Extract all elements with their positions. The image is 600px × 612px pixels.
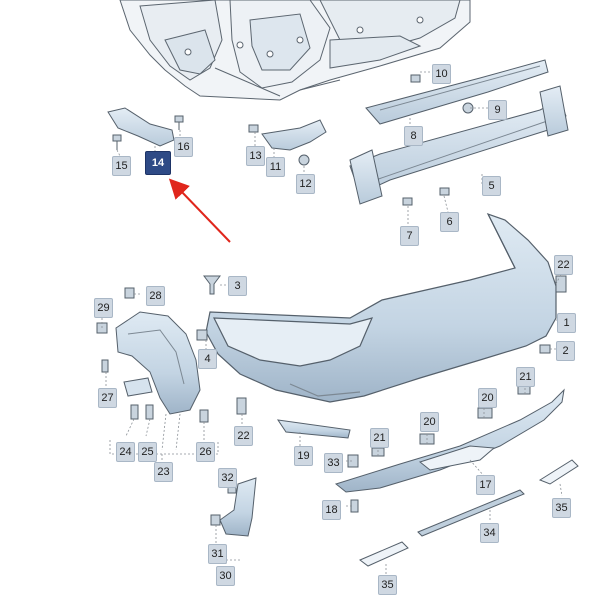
- part-35-trim-left: [359, 541, 409, 567]
- part-7-screw: [402, 197, 413, 206]
- callout-9: 9: [488, 100, 507, 120]
- part-30-mudflap: [219, 477, 257, 537]
- callout-2: 2: [556, 341, 575, 361]
- callout-22-left: 22: [234, 426, 253, 446]
- part-24-screw: [130, 404, 139, 420]
- callout-20-left: 20: [420, 412, 439, 432]
- part-34-trim: [417, 489, 525, 537]
- callout-19: 19: [294, 446, 313, 466]
- part-13-screw: [248, 124, 259, 133]
- callout-21-right: 21: [516, 367, 535, 387]
- part-19-moulding: [276, 419, 351, 439]
- callout-29: 29: [94, 298, 113, 318]
- callout-35-left: 35: [378, 575, 397, 595]
- part-18-screw: [350, 499, 359, 513]
- part-3-rivet: [203, 275, 221, 295]
- callout-13: 13: [246, 146, 265, 166]
- part-23-liner: [115, 311, 201, 415]
- part-16-screw: [174, 115, 184, 130]
- callout-6: 6: [440, 212, 459, 232]
- callout-12: 12: [296, 174, 315, 194]
- part-35-trim-right: [538, 459, 579, 485]
- callout-3: 3: [228, 276, 247, 296]
- part-33-clip: [347, 454, 359, 468]
- part-4-clip: [196, 329, 208, 341]
- part-20-clip-right: [477, 407, 493, 419]
- part-12-nut: [298, 154, 310, 166]
- callout-31: 31: [208, 544, 227, 564]
- part-10-screw: [410, 74, 421, 83]
- part-8-absorber: [365, 59, 549, 125]
- part-21-clip-right: [517, 385, 531, 395]
- body-frame: [119, 0, 471, 101]
- callout-32: 32: [218, 468, 237, 488]
- callout-34: 34: [480, 523, 499, 543]
- liner-trim: [123, 377, 153, 397]
- callout-27: 27: [98, 388, 117, 408]
- callout-33: 33: [324, 453, 343, 473]
- part-22-clip-left: [236, 397, 247, 415]
- part-28-clip: [124, 287, 135, 299]
- part-15-screw: [112, 134, 122, 150]
- callout-21-left: 21: [370, 428, 389, 448]
- callout-25: 25: [138, 442, 157, 462]
- callout-1: 1: [557, 313, 576, 333]
- callout-8: 8: [404, 126, 423, 146]
- part-17-diffuser: [334, 388, 565, 493]
- callout-30: 30: [216, 566, 235, 586]
- callout-11: 11: [266, 157, 285, 177]
- pointer-arrow: [168, 178, 231, 243]
- callout-10: 10: [432, 64, 451, 84]
- callout-22-right: 22: [554, 255, 573, 275]
- part-2-clip: [539, 344, 551, 354]
- part-6-screw: [439, 187, 450, 196]
- callout-5: 5: [482, 176, 501, 196]
- callout-18: 18: [322, 500, 341, 520]
- callout-15: 15: [112, 156, 131, 176]
- callout-7: 7: [400, 226, 419, 246]
- callout-23: 23: [154, 462, 173, 482]
- part-11-guide: [261, 119, 327, 151]
- callout-16: 16: [174, 137, 193, 157]
- callout-35-right: 35: [552, 498, 571, 518]
- callout-4: 4: [198, 349, 217, 369]
- callout-28: 28: [146, 286, 165, 306]
- callout-20-right: 20: [478, 388, 497, 408]
- part-1-bumper-cover: [205, 212, 557, 403]
- callout-26: 26: [196, 442, 215, 462]
- callout-17: 17: [476, 475, 495, 495]
- small-fasteners: [96, 275, 567, 526]
- part-22-clip-right: [555, 275, 567, 293]
- part-25-screw: [145, 404, 154, 420]
- part-5-crossmember: [349, 85, 569, 205]
- callout-24: 24: [116, 442, 135, 462]
- part-9-nut: [462, 102, 474, 114]
- callout-14-highlighted: 14: [145, 151, 171, 175]
- part-26-clip: [199, 409, 209, 423]
- part-31-clip: [210, 514, 221, 526]
- part-27-screw: [101, 359, 109, 373]
